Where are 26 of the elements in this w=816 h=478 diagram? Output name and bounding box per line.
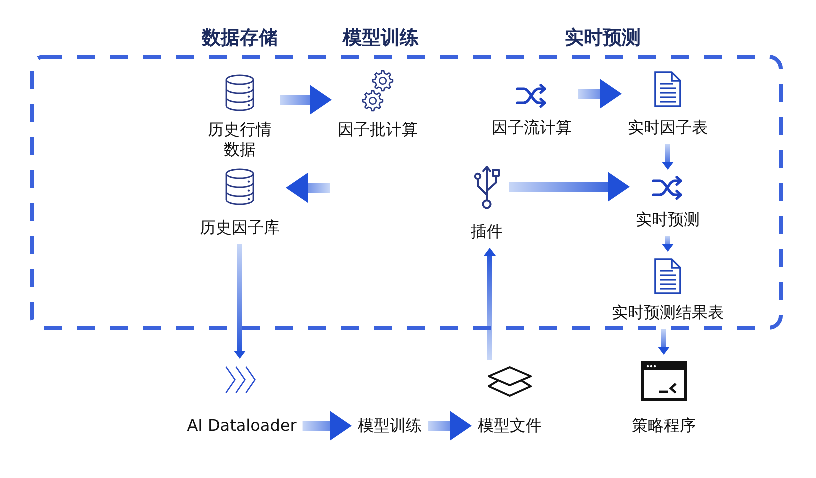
arrow [302,411,352,441]
node-label: AI Dataloader [187,416,297,436]
arrow [280,85,332,115]
node-label: 模型文件 [478,416,542,436]
node-label: 实时预测结果表 [612,303,724,323]
node-label: 模型训练 [358,416,422,436]
arrow [509,172,630,202]
node-label: 实时预测 [636,210,700,230]
arrow [286,173,330,203]
arrow [658,329,670,355]
arrow [428,411,472,441]
arrow [578,79,622,109]
arrow [662,144,674,170]
arrow [484,248,496,360]
arrow [662,236,674,252]
node-label: 因子流计算 [492,118,572,138]
arrow [234,244,246,359]
column-heading: 实时预测 [565,26,641,50]
column-heading: 模型训练 [343,26,419,50]
node-label: 实时因子表 [628,118,708,138]
node-label: 历史因子库 [200,218,280,238]
node-label: 策略程序 [632,416,696,436]
node-label: 历史行情数据 [207,120,273,160]
node-label: 插件 [471,222,503,242]
node-label: 因子批计算 [338,120,418,140]
column-heading: 数据存储 [202,26,278,50]
